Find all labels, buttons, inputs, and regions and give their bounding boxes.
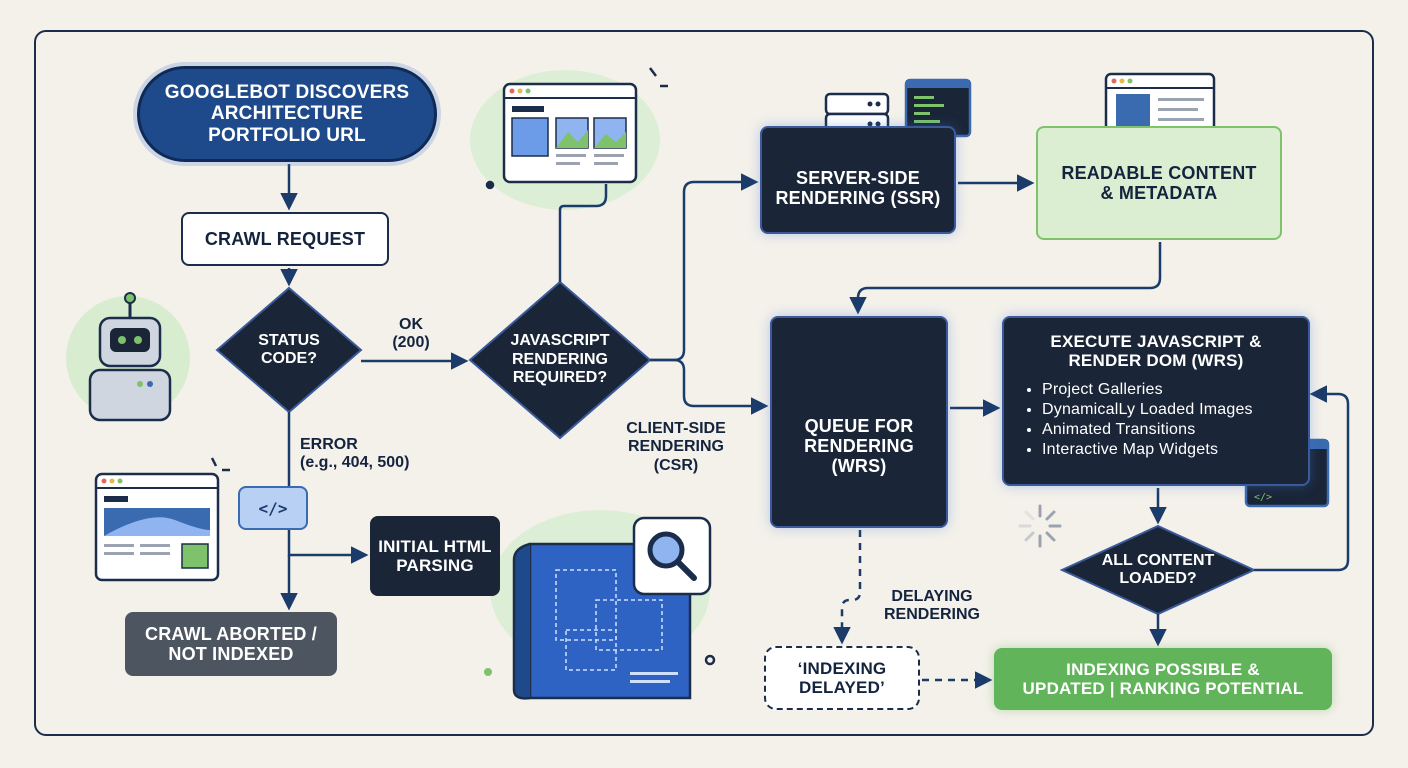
readable-content-label: READABLE CONTENT & METADATA	[1061, 162, 1257, 203]
execute-title: EXECUTE JAVASCRIPT & RENDER DOM (WRS)	[1050, 332, 1262, 371]
list-item: Animated Transitions	[1042, 420, 1253, 440]
crawl-request-label: CRAWL REQUEST	[204, 228, 366, 249]
diagram-frame	[34, 30, 1374, 736]
ssr-label: SERVER-SIDE RENDERING (SSR)	[775, 167, 941, 208]
indexing-delayed-label: ‘INDEXING DELAYED’	[797, 658, 887, 697]
browser-wireframe-icon	[94, 472, 220, 582]
indexing-possible-node: INDEXING POSSIBLE & UPDATED | RANKING PO…	[994, 648, 1332, 710]
ssr-node: SERVER-SIDE RENDERING (SSR)	[760, 126, 956, 234]
list-item: DynamicalLy Loaded Images	[1042, 400, 1253, 420]
magnifier-icon	[632, 516, 712, 596]
browser-wireframe-icon	[502, 82, 638, 184]
indexing-possible-label: INDEXING POSSIBLE & UPDATED | RANKING PO…	[1022, 659, 1304, 698]
delaying-label: DELAYING RENDERING	[883, 588, 980, 624]
robot-icon	[88, 292, 172, 422]
list-item: Interactive Map Widgets	[1042, 440, 1253, 460]
crawl-aborted-node: CRAWL ABORTED / NOT INDEXED	[125, 612, 337, 676]
queue-label: QUEUE FOR RENDERING (WRS)	[804, 415, 914, 477]
spinner-icon	[1018, 504, 1062, 548]
ok-label: OK (200)	[392, 316, 430, 352]
list-item: Project Galleries	[1042, 380, 1253, 400]
code-tag-icon: </>	[238, 486, 308, 530]
indexing-delayed-node: ‘INDEXING DELAYED’	[764, 646, 920, 710]
initial-html-node: INITIAL HTML PARSING	[370, 516, 500, 596]
csr-label: CLIENT-SIDE RENDERING (CSR)	[626, 420, 726, 474]
queue-node: QUEUE FOR RENDERING (WRS)	[770, 316, 948, 528]
svg-text:</>: </>	[1254, 492, 1272, 503]
start-node-label: GOOGLEBOT DISCOVERS ARCHITECTURE PORTFOL…	[164, 82, 410, 146]
error-label: ERROR (e.g., 404, 500)	[300, 436, 410, 472]
crawl-aborted-label: CRAWL ABORTED / NOT INDEXED	[145, 623, 317, 664]
execute-list: Project Galleries DynamicalLy Loaded Ima…	[1022, 380, 1253, 460]
initial-html-label: INITIAL HTML PARSING	[378, 536, 492, 575]
js-diamond	[468, 280, 652, 440]
all-content-loaded-label: ALL CONTENT LOADED?	[1101, 551, 1215, 587]
js-required-label: JAVASCRIPT RENDERING REQUIRED?	[510, 332, 610, 387]
sparkle-icon	[485, 67, 668, 190]
crawl-request-node: CRAWL REQUEST	[181, 212, 389, 266]
readable-content-node: READABLE CONTENT & METADATA	[1036, 126, 1282, 240]
start-node: GOOGLEBOT DISCOVERS ARCHITECTURE PORTFOL…	[137, 66, 437, 162]
execute-node: EXECUTE JAVASCRIPT & RENDER DOM (WRS) Pr…	[1002, 316, 1310, 486]
status-code-label: STATUS CODE?	[258, 331, 320, 367]
